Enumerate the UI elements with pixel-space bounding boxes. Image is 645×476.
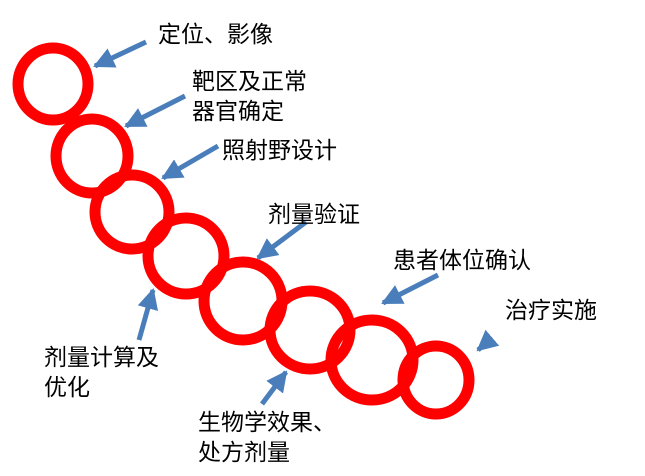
step-label-biological-effect-prescription: 生物学效果、 处方剂量: [198, 410, 336, 466]
pointer-arrow-dose-verification: [256, 220, 308, 260]
chain-ring-8: [397, 340, 475, 420]
step-label-dose-calc-optimization: 剂量计算及 优化: [44, 345, 159, 401]
chain-ring-2: [50, 113, 134, 199]
step-label-dose-verification: 剂量验证: [268, 202, 360, 228]
pointer-arrow-patient-position-confirm: [381, 272, 440, 306]
step-label-patient-position-confirm: 患者体位确认: [393, 248, 531, 274]
pointer-arrow-positioning-imaging: [93, 39, 148, 69]
step-label-target-organ-definition: 靶区及正常 器官确定: [192, 69, 307, 125]
chain-ring-1: [12, 42, 94, 126]
pointer-arrow-target-organ-definition: [124, 93, 187, 129]
step-label-field-design: 照射野设计: [222, 138, 337, 164]
chain-ring-3: [89, 169, 175, 255]
step-label-positioning-imaging: 定位、影像: [158, 22, 273, 48]
pointer-arrow-treatment-delivery: [476, 329, 500, 352]
pointer-arrow-biological-effect-prescription: [260, 370, 288, 406]
pointer-arrow-dose-calc-optimization: [136, 287, 159, 341]
step-label-treatment-delivery: 治疗实施: [505, 298, 597, 324]
pointer-arrow-field-design: [161, 143, 220, 181]
chain-ring-4: [142, 212, 230, 300]
